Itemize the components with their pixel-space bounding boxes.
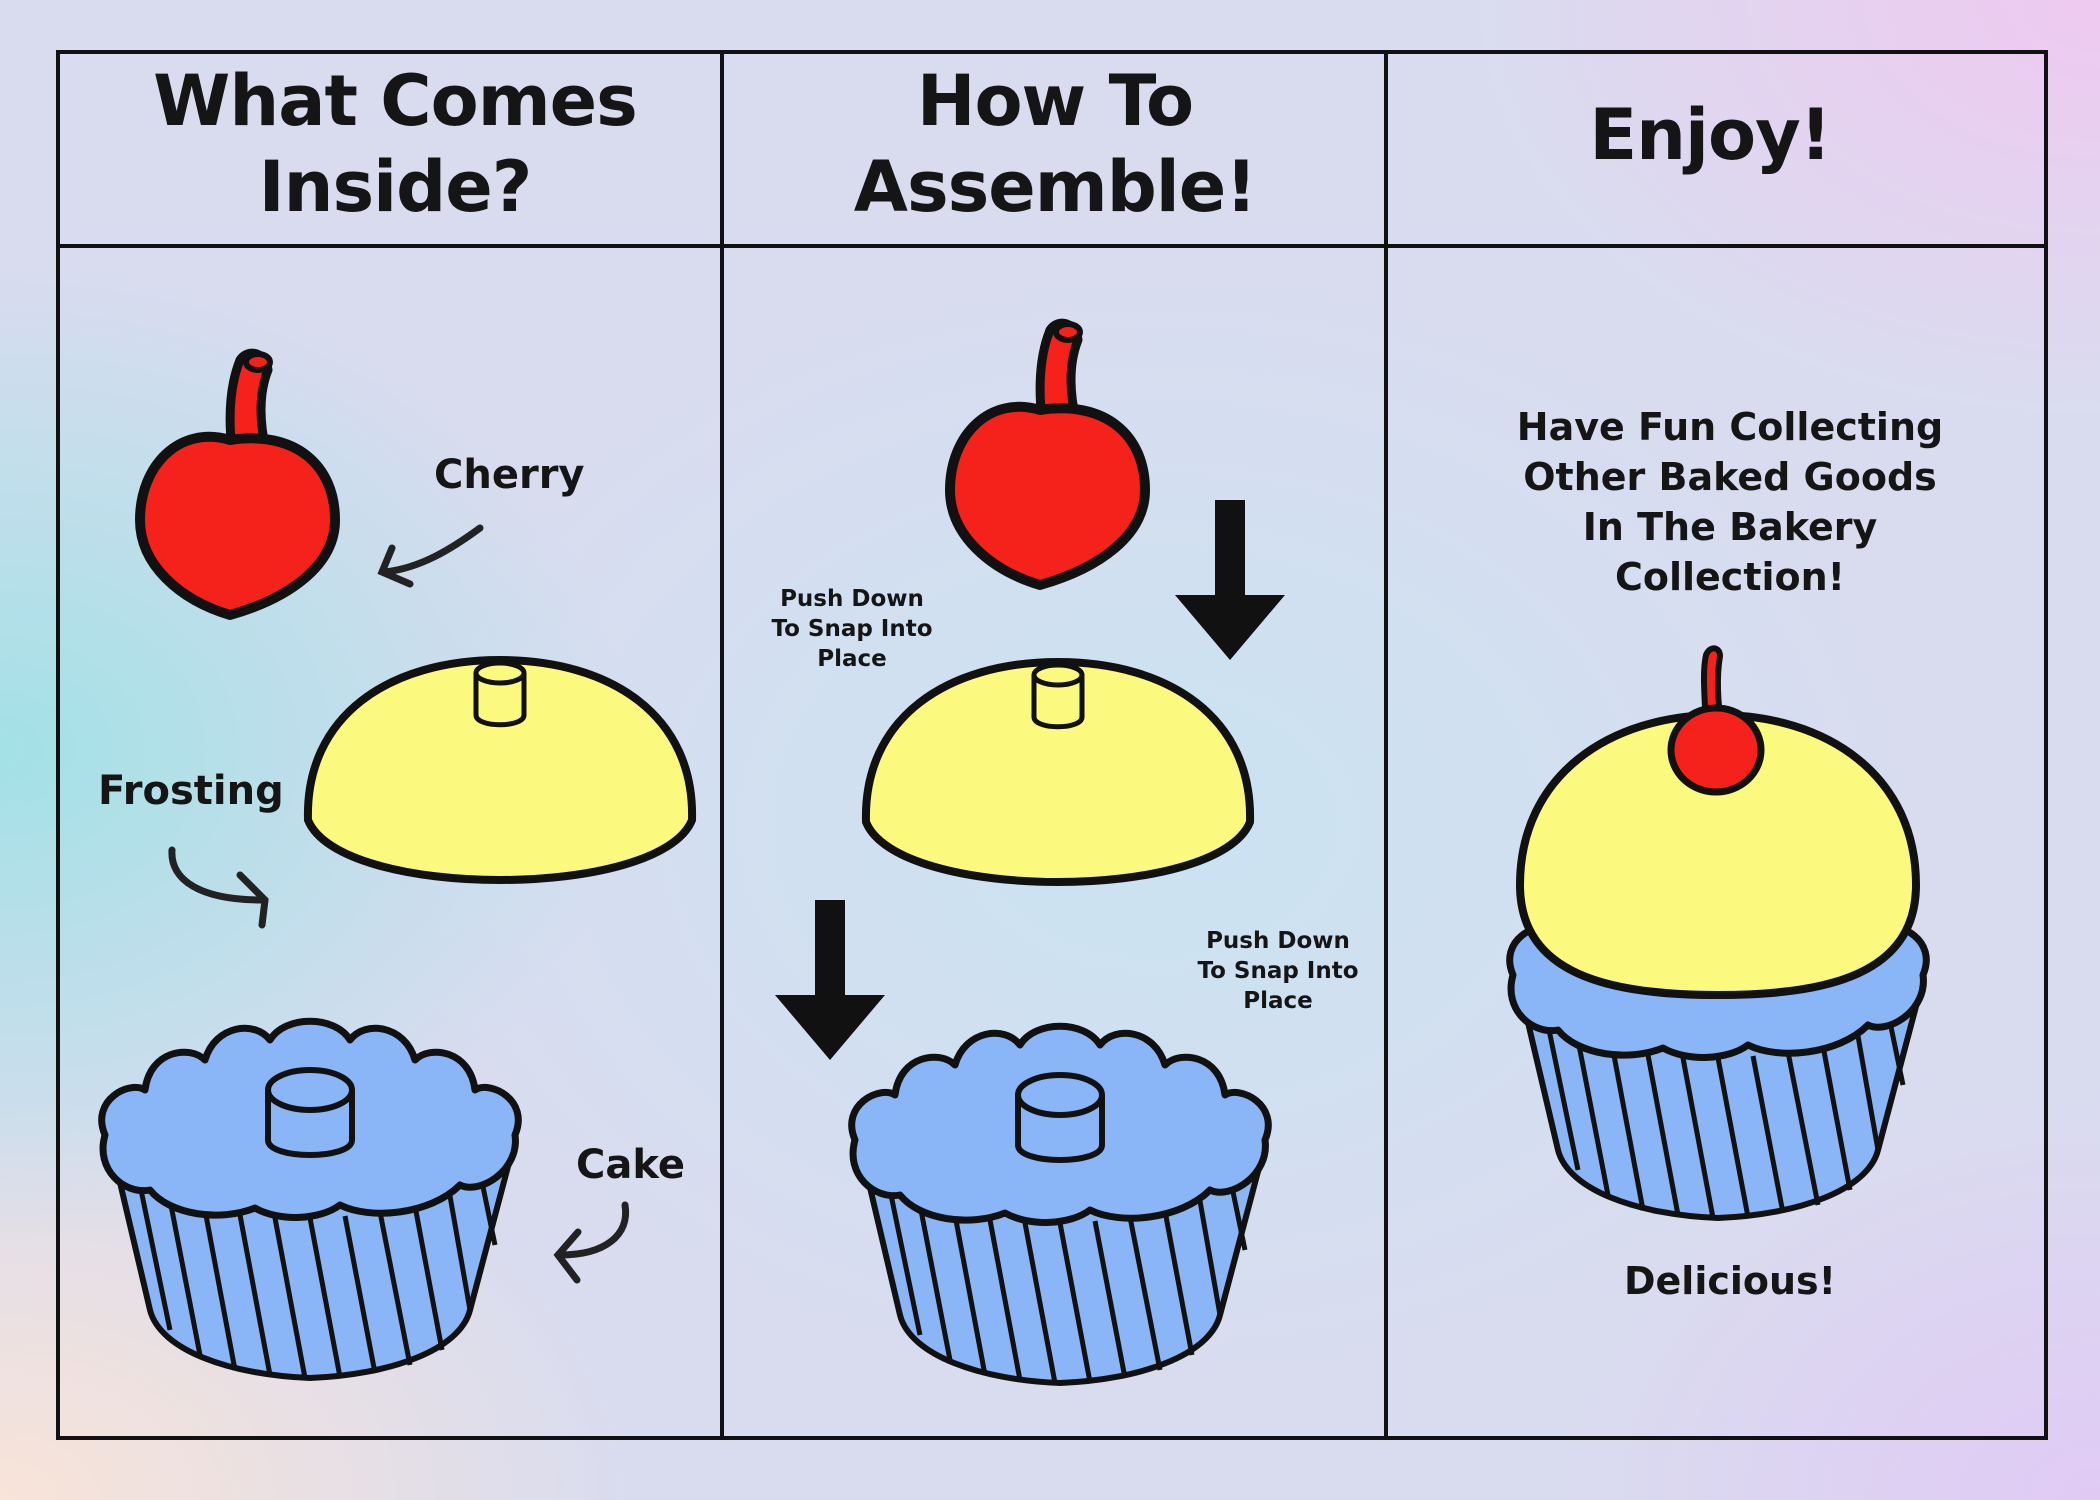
header-divider: [60, 244, 2044, 248]
collection-message: Have Fun Collecting Other Baked Goods In…: [1410, 402, 2050, 602]
column-divider-1: [720, 54, 724, 1436]
instruction-board: [56, 50, 2048, 1440]
cherry-label: Cherry: [434, 452, 585, 498]
column-divider-2: [1384, 54, 1388, 1436]
column-title-inside: What Comes Inside?: [120, 58, 670, 230]
delicious-caption: Delicious!: [1410, 1256, 2050, 1306]
cake-label: Cake: [576, 1142, 685, 1188]
snap-note-bottom: Push Down To Snap Into Place: [1168, 926, 1388, 1016]
frosting-label: Frosting: [98, 768, 284, 814]
column-title-assemble: How To Assemble!: [790, 58, 1320, 230]
snap-note-top: Push Down To Snap Into Place: [742, 584, 962, 674]
column-title-enjoy: Enjoy!: [1390, 92, 2030, 178]
